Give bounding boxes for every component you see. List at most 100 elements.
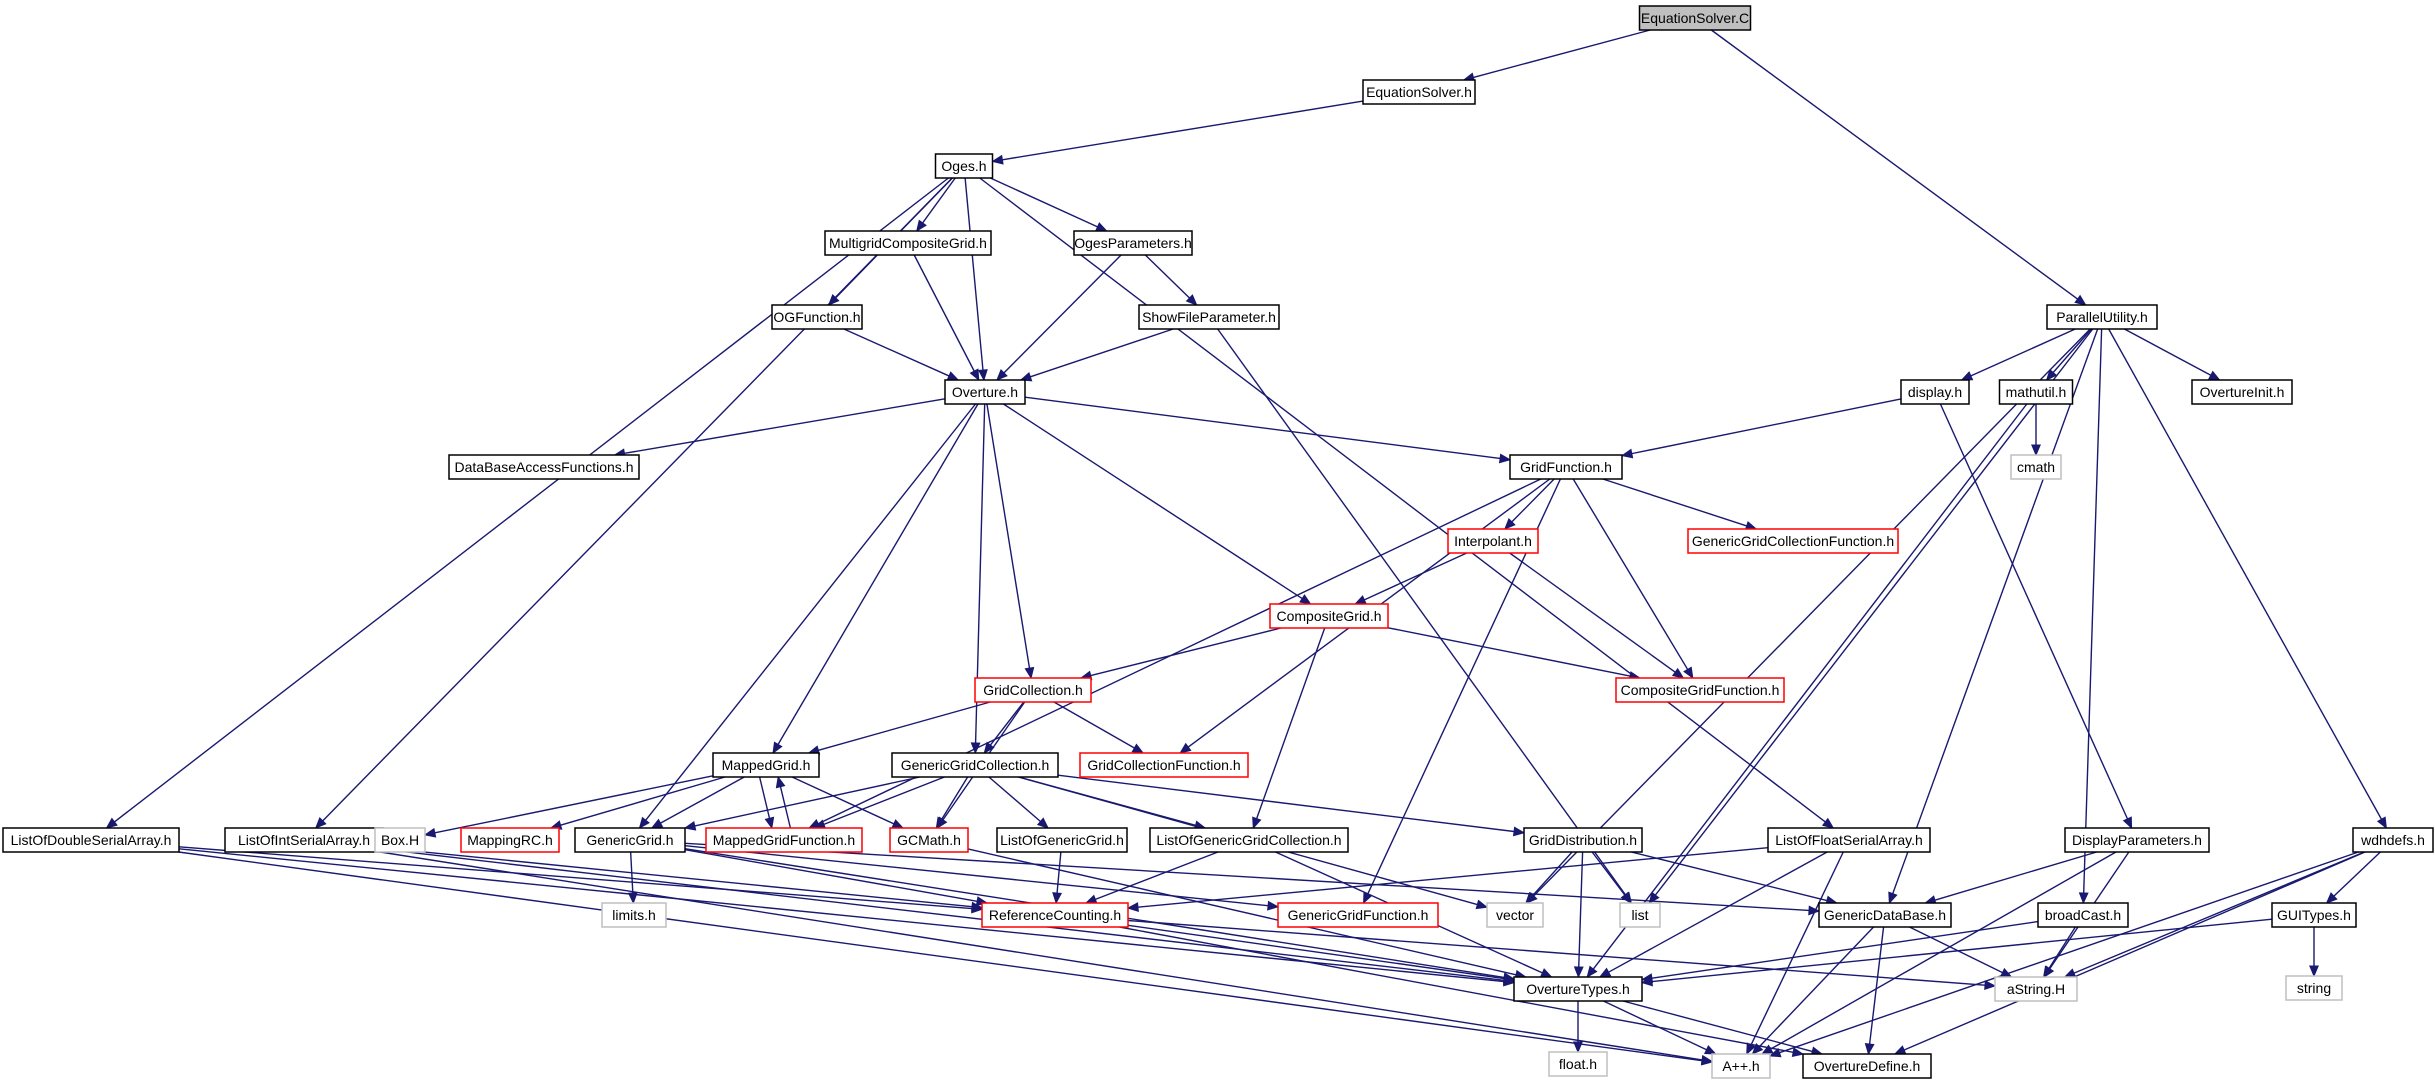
node-box[interactable] [1149,827,1349,853]
node-box[interactable] [1711,1053,1771,1079]
node-overturetypes-h[interactable]: OvertureTypes.h [1513,976,1643,1002]
node-listofintserialarray-h[interactable]: ListOfIntSerialArray.h [224,827,384,853]
node-box[interactable] [771,304,863,330]
node-listofgenericgrid-h[interactable]: ListOfGenericGrid.h [996,827,1128,853]
node-box[interactable] [601,902,667,928]
node-listofgenericgridcollection-h[interactable]: ListOfGenericGridCollection.h [1149,827,1349,853]
node-box[interactable] [974,677,1092,703]
node-box[interactable] [1138,304,1280,330]
node-overtureinit-h[interactable]: OvertureInit.h [2191,379,2293,405]
node-box[interactable] [1277,902,1439,928]
node-multigridcompositegrid-h[interactable]: MultigridCompositeGrid.h [824,230,992,256]
node-griddistribution-h[interactable]: GridDistribution.h [1523,827,1643,853]
node-list[interactable]: list [1619,902,1661,928]
node-box[interactable] [448,454,640,480]
node-box[interactable] [891,752,1059,778]
node-equationsolver-c[interactable]: EquationSolver.C [1638,5,1752,31]
node-interpolant-h[interactable]: Interpolant.h [1447,528,1539,554]
node-guitypes-h[interactable]: GUITypes.h [2271,902,2357,928]
node-box[interactable] [1523,827,1643,853]
node-box[interactable] [2352,827,2434,853]
node-gcmath-h[interactable]: GCMath.h [889,827,969,853]
node-box-h[interactable]: Box.H [374,827,426,853]
node-ogfunction-h[interactable]: OGFunction.h [771,304,863,330]
node-box[interactable] [712,752,820,778]
node-box[interactable] [996,827,1128,853]
node-box[interactable] [1362,79,1476,105]
node-box[interactable] [1802,1053,1932,1079]
node-broadcast-h[interactable]: broadCast.h [2037,902,2129,928]
node-box[interactable] [1548,1051,1608,1077]
node-mappedgrid-h[interactable]: MappedGrid.h [712,752,820,778]
node-box[interactable] [2191,379,2293,405]
node-box[interactable] [1767,827,1931,853]
node-listoffloatserialarray-h[interactable]: ListOfFloatSerialArray.h [1767,827,1931,853]
node-float-h[interactable]: float.h [1548,1051,1608,1077]
node-box[interactable] [981,902,1129,928]
node-box[interactable] [2064,827,2210,853]
node-genericgridcollectionfunction-h[interactable]: GenericGridCollectionFunction.h [1687,528,1899,554]
node-genericgridfunction-h[interactable]: GenericGridFunction.h [1277,902,1439,928]
node-genericgrid-h[interactable]: GenericGrid.h [574,827,686,853]
node-box[interactable] [824,230,992,256]
node-referencecounting-h[interactable]: ReferenceCounting.h [981,902,1129,928]
node-gridcollectionfunction-h[interactable]: GridCollectionFunction.h [1079,752,1249,778]
node-box[interactable] [1687,528,1899,554]
node-string[interactable]: string [2285,975,2343,1001]
node-box[interactable] [889,827,969,853]
node-box[interactable] [2010,454,2062,480]
node-displayparameters-h[interactable]: DisplayParameters.h [2064,827,2210,853]
node-cmath[interactable]: cmath [2010,454,2062,480]
node-overture-h[interactable]: Overture.h [944,379,1026,405]
node-wdhdefs-h[interactable]: wdhdefs.h [2352,827,2434,853]
node-display-h[interactable]: display.h [1900,379,1970,405]
node-box[interactable] [1079,752,1249,778]
node-box[interactable] [374,827,426,853]
node-box[interactable] [1638,5,1752,31]
node-genericgridcollection-h[interactable]: GenericGridCollection.h [891,752,1059,778]
node-box[interactable] [2271,902,2357,928]
node-ogesparameters-h[interactable]: OgesParameters.h [1073,230,1193,256]
node-box[interactable] [574,827,686,853]
node-box[interactable] [1513,976,1643,1002]
node-parallelutility-h[interactable]: ParallelUtility.h [2046,304,2158,330]
node-astring-h[interactable]: aString.H [1994,976,2078,1002]
node-box[interactable] [2046,304,2158,330]
node-box[interactable] [1269,603,1389,629]
node-gridcollection-h[interactable]: GridCollection.h [974,677,1092,703]
node-box[interactable] [224,827,384,853]
node-box[interactable] [1900,379,1970,405]
node-compositegrid-h[interactable]: CompositeGrid.h [1269,603,1389,629]
node-oges-h[interactable]: Oges.h [934,153,994,179]
node-box[interactable] [1818,902,1952,928]
node-overturedefine-h[interactable]: OvertureDefine.h [1802,1053,1932,1079]
node-box[interactable] [1486,902,1544,928]
node-equationsolver-h[interactable]: EquationSolver.h [1362,79,1476,105]
node-box[interactable] [1447,528,1539,554]
node-box[interactable] [1073,230,1193,256]
node-box[interactable] [934,153,994,179]
node-genericdatabase-h[interactable]: GenericDataBase.h [1818,902,1952,928]
node-box[interactable] [2285,975,2343,1001]
node-showfileparameter-h[interactable]: ShowFileParameter.h [1138,304,1280,330]
node-limits-h[interactable]: limits.h [601,902,667,928]
node-box[interactable] [2037,902,2129,928]
node-box[interactable] [2,827,180,853]
node-gridfunction-h[interactable]: GridFunction.h [1509,454,1623,480]
node-mappedgridfunction-h[interactable]: MappedGridFunction.h [705,827,863,853]
node-databaseaccessfunctions-h[interactable]: DataBaseAccessFunctions.h [448,454,640,480]
node-vector[interactable]: vector [1486,902,1544,928]
node-box[interactable] [460,827,560,853]
node-box[interactable] [1994,976,2078,1002]
node-box[interactable] [1998,379,2074,405]
node-a-h[interactable]: A++.h [1711,1053,1771,1079]
node-box[interactable] [944,379,1026,405]
node-box[interactable] [705,827,863,853]
node-box[interactable] [1615,677,1785,703]
node-compositegridfunction-h[interactable]: CompositeGridFunction.h [1615,677,1785,703]
node-mathutil-h[interactable]: mathutil.h [1998,379,2074,405]
node-listofdoubleserialarray-h[interactable]: ListOfDoubleSerialArray.h [2,827,180,853]
node-box[interactable] [1509,454,1623,480]
node-mappingrc-h[interactable]: MappingRC.h [460,827,560,853]
node-box[interactable] [1619,902,1661,928]
